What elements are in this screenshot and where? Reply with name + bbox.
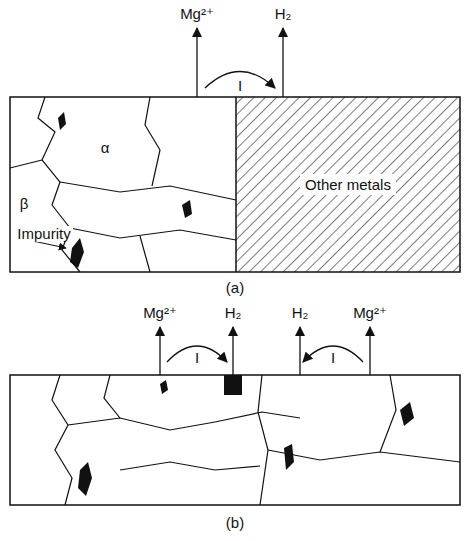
panel-label: (a) <box>226 280 244 296</box>
ion-label: Mg²⁺ <box>180 6 214 22</box>
current-label: I <box>195 350 199 366</box>
gas-label: H₂ <box>292 305 309 321</box>
region-label: Other metals <box>300 174 396 195</box>
gas-label: H₂ <box>225 305 242 321</box>
panel-label: (b) <box>226 515 244 531</box>
ion-label: Mg²⁺ <box>353 305 387 321</box>
metal-region: Other metals <box>237 98 459 271</box>
phase-label: β <box>18 196 31 212</box>
ion-label: Mg²⁺ <box>143 305 177 321</box>
phase-label: α <box>101 140 110 156</box>
current-label: I <box>331 350 335 366</box>
gas-label: H₂ <box>275 6 292 22</box>
impurity-label: Impurity <box>15 226 72 242</box>
current-label: I <box>238 78 242 94</box>
